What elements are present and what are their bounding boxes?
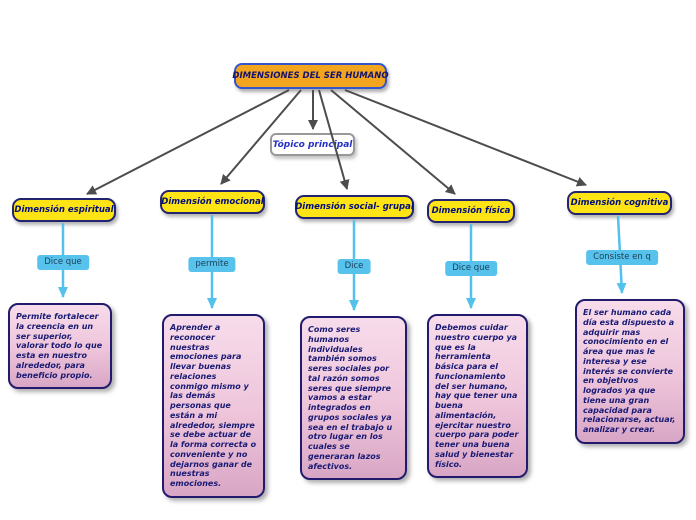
dimension-node-fisica[interactable]: Dimensión física [427, 199, 515, 223]
description-node-social-grupal[interactable]: Como seres humanos individuales también … [300, 316, 407, 481]
connector-label-emocional[interactable]: permite [188, 257, 236, 272]
dimension-node-social-grupal[interactable]: Dimensión social- grupal [295, 195, 414, 219]
edge-root-cognitiva [344, 89, 587, 187]
description-node-espiritual[interactable]: Permite fortalecer la creencia en un ser… [8, 303, 112, 390]
connector-label-cognitiva[interactable]: Consiste en q [586, 250, 658, 265]
dimension-node-espiritual[interactable]: Dimensión espiritual [12, 198, 116, 222]
connector-label-social-grupal[interactable]: Dice [337, 259, 371, 274]
root-topic-node[interactable]: DIMENSIONES DEL SER HUMANO [232, 63, 389, 89]
description-node-emocional[interactable]: Aprender a reconocer nuestras emociones … [162, 314, 265, 498]
dimension-node-cognitiva[interactable]: Dimensión cognitiva [567, 191, 672, 215]
connector-label-fisica[interactable]: Dice que [445, 261, 497, 276]
description-node-cognitiva[interactable]: El ser humano cada día esta dispuesto a … [575, 299, 685, 444]
edge-root-espiritual [86, 89, 290, 195]
connector-label-espiritual[interactable]: Dice que [37, 255, 89, 270]
dimension-node-emocional[interactable]: Dimensión emocional [160, 190, 265, 214]
topic-principal-node[interactable]: Tópico principal [270, 133, 355, 156]
description-node-fisica[interactable]: Debemos cuidar nuestro cuerpo ya que es … [427, 314, 528, 479]
